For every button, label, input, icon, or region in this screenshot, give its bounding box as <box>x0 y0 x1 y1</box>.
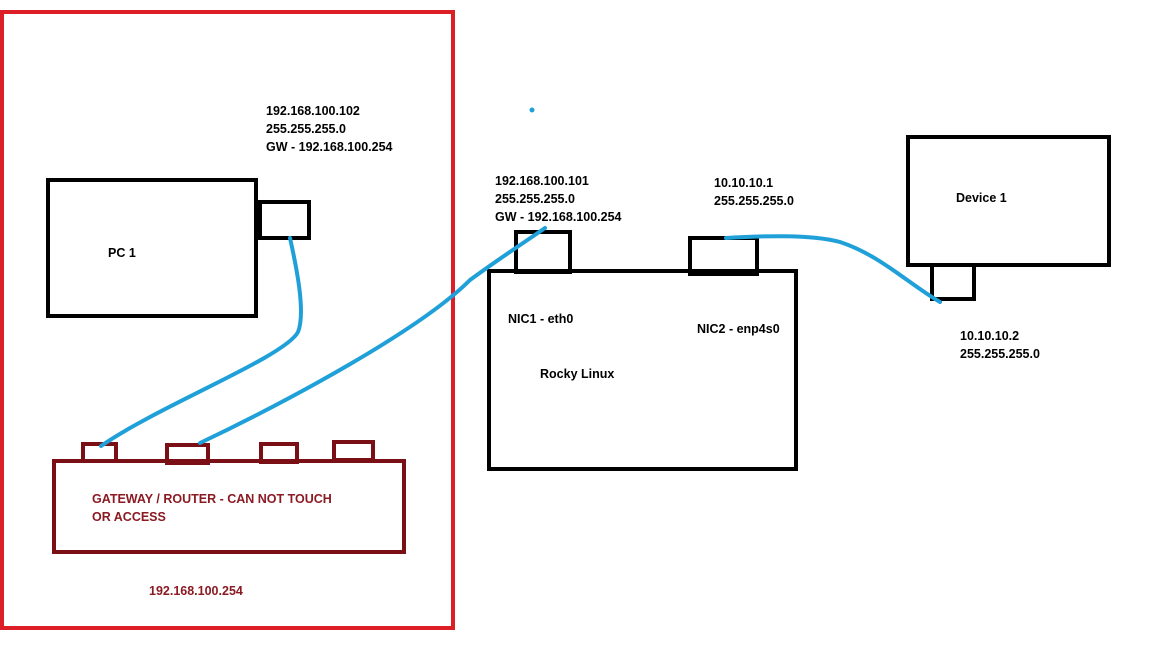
nic2-ip: 10.10.10.1 <box>714 176 774 190</box>
pc1-box <box>46 178 258 318</box>
router-label-line1: GATEWAY / ROUTER - CAN NOT TOUCH <box>92 492 332 506</box>
cable-router-to-rocky-nic1 <box>198 226 547 445</box>
device1-label: Device 1 <box>956 191 1007 205</box>
router-port-3 <box>259 442 299 464</box>
nic2-mask: 255.255.255.0 <box>714 194 794 208</box>
rocky-nic2-port <box>688 236 759 276</box>
pc1-label: PC 1 <box>108 246 136 260</box>
router-port-2 <box>165 443 210 465</box>
router-label-line2: OR ACCESS <box>92 510 166 524</box>
restricted-zone-boundary <box>0 10 455 630</box>
nic2-label: NIC2 - enp4s0 <box>697 322 780 336</box>
router-port-4 <box>332 440 375 462</box>
device1-box <box>906 135 1111 267</box>
rocky-linux-label: Rocky Linux <box>540 367 615 381</box>
router-port-1 <box>81 442 118 463</box>
device1-port <box>930 263 976 301</box>
rocky-linux-box <box>487 269 798 471</box>
rocky-nic1-port <box>514 230 572 274</box>
stray-dot <box>529 107 535 113</box>
nic1-label: NIC1 - eth0 <box>508 312 574 326</box>
nic1-gateway: GW - 192.168.100.254 <box>495 210 622 224</box>
device1-ip: 10.10.10.2 <box>960 329 1020 343</box>
pc1-nic-port <box>258 200 311 240</box>
pc1-mask: 255.255.255.0 <box>266 122 346 136</box>
pc1-ip: 192.168.100.102 <box>266 104 360 118</box>
pc1-gateway: GW - 192.168.100.254 <box>266 140 393 154</box>
cable-rocky-nic2-to-device1 <box>724 234 942 304</box>
router-box <box>52 459 406 554</box>
router-ip: 192.168.100.254 <box>149 584 243 598</box>
device1-mask: 255.255.255.0 <box>960 347 1040 361</box>
nic1-mask: 255.255.255.0 <box>495 192 575 206</box>
cable-pc1-to-router <box>99 236 303 448</box>
nic1-ip: 192.168.100.101 <box>495 174 589 188</box>
